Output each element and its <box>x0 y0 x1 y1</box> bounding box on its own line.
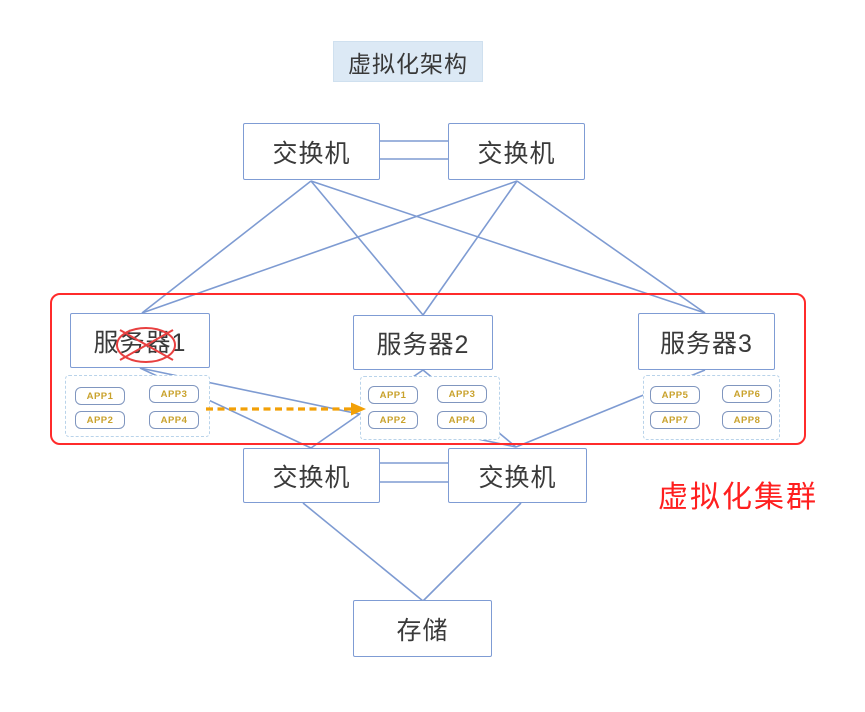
server-1-app-box: APP2 <box>75 411 125 429</box>
link-tsw2-server3 <box>516 180 706 314</box>
diagram-title: 虚拟化架构 <box>333 41 483 82</box>
bottom-switch-2: 交换机 <box>448 448 587 503</box>
server-3-app-box: APP8 <box>722 411 772 429</box>
server-3-app-box: APP5 <box>650 386 700 404</box>
server-1-app-box: APP3 <box>149 385 199 403</box>
link-tsw2-server2 <box>422 180 518 316</box>
server-3-app-box: APP6 <box>722 385 772 403</box>
link-bsw1-storage <box>302 502 424 602</box>
server-3-app-container <box>643 375 780 440</box>
link-bsw2-storage <box>422 502 522 602</box>
server-2-app-box: APP3 <box>437 385 487 403</box>
server-2-app-box: APP1 <box>368 386 418 404</box>
server-1-app-box: APP1 <box>75 387 125 405</box>
link-tsw1-server3 <box>310 180 706 314</box>
storage: 存储 <box>353 600 492 657</box>
link-tsw2-server1 <box>141 180 518 314</box>
link-tsw1-server2 <box>310 180 424 316</box>
server-1-app-box: APP4 <box>149 411 199 429</box>
server-2-app-box: APP4 <box>437 411 487 429</box>
server-2: 服务器2 <box>353 315 493 370</box>
server-3-app-box: APP7 <box>650 411 700 429</box>
top-switch-2: 交换机 <box>448 123 585 180</box>
link-tsw1-server1 <box>141 180 312 314</box>
cluster-label: 虚拟化集群 <box>658 481 818 514</box>
server-1: 服务器1 <box>70 313 210 368</box>
bottom-switch-1: 交换机 <box>243 448 380 503</box>
top-switch-1: 交换机 <box>243 123 380 180</box>
server-3: 服务器3 <box>638 313 775 370</box>
server-2-app-box: APP2 <box>368 411 418 429</box>
